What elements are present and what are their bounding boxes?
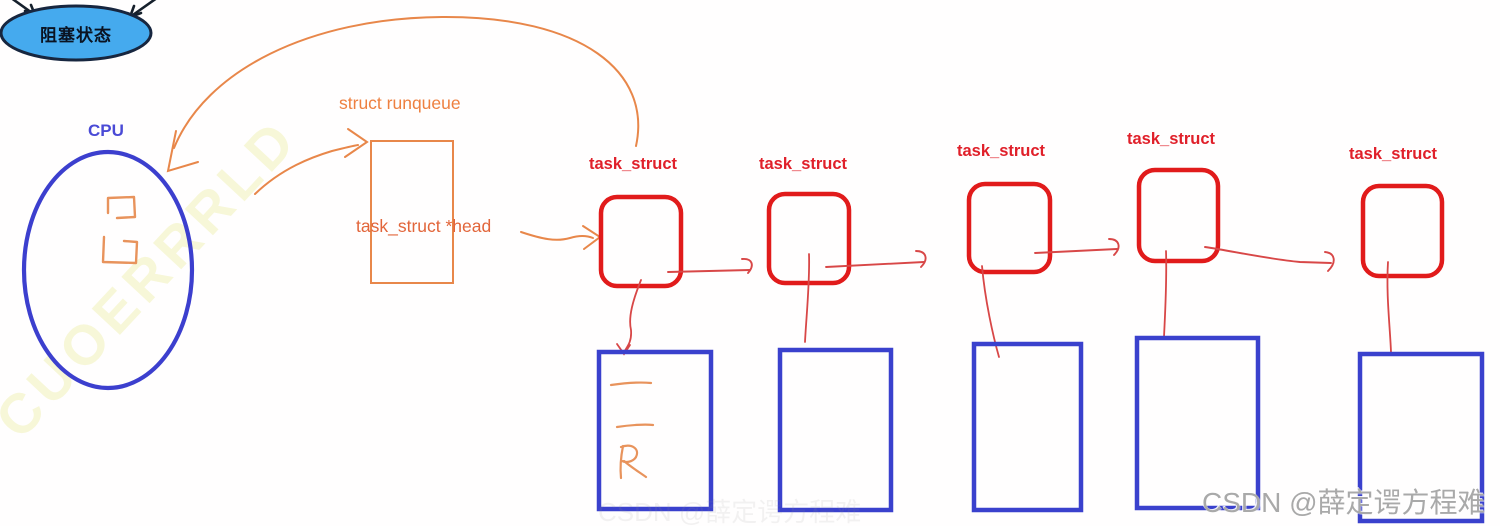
runqueue-head-field: task_struct *head bbox=[356, 216, 492, 236]
stack-doodles bbox=[609, 381, 655, 480]
task-struct-box bbox=[1136, 167, 1221, 264]
stack-box bbox=[1134, 335, 1261, 511]
task-struct-label: task_struct bbox=[1349, 145, 1438, 163]
arc-task-to-cpu bbox=[166, 15, 640, 173]
task-struct-label: task_struct bbox=[589, 155, 678, 173]
cpu-doodles bbox=[101, 195, 139, 265]
task-link-arrow bbox=[1034, 248, 1118, 254]
blocked-state-label: 阻塞状态 bbox=[40, 26, 112, 45]
stack-box bbox=[777, 347, 894, 513]
cpu-ellipse bbox=[21, 149, 195, 391]
task-struct-box bbox=[598, 194, 684, 289]
task-to-stack-line bbox=[1163, 250, 1168, 338]
task-struct-boxes bbox=[598, 167, 1445, 289]
task-struct-label: task_struct bbox=[759, 155, 848, 173]
task-to-stack-line bbox=[623, 279, 642, 353]
runqueue-title: struct runqueue bbox=[339, 93, 461, 113]
cpu-label: CPU bbox=[88, 121, 124, 140]
task-struct-box bbox=[966, 181, 1053, 275]
blocked-state-ellipse bbox=[0, 4, 153, 62]
csdn-watermark: CSDN @薛定谔方程难 bbox=[1202, 487, 1486, 518]
task-link-arrow bbox=[825, 261, 925, 268]
stack-box bbox=[596, 349, 714, 512]
task-to-stack-line bbox=[981, 265, 1000, 358]
task-to-stack-line bbox=[804, 253, 811, 343]
task-link-arrow bbox=[1204, 246, 1332, 264]
stack-boxes bbox=[596, 335, 1485, 524]
arrow-head-to-first-task bbox=[520, 225, 602, 250]
task-link-arrows bbox=[667, 238, 1335, 274]
arrow-cpu-to-runqueue bbox=[254, 128, 369, 195]
csdn-watermark-faint: CSDN @薛定谔方程难 bbox=[598, 497, 862, 526]
task-struct-box bbox=[1360, 183, 1445, 279]
stack-box bbox=[971, 341, 1084, 513]
task-to-stack-lines bbox=[616, 250, 1392, 358]
task-struct-label: task_struct bbox=[1127, 130, 1216, 148]
runqueue-box bbox=[370, 140, 454, 284]
task-to-stack-line bbox=[1386, 261, 1392, 353]
stack-box bbox=[1357, 351, 1485, 524]
task-struct-label: task_struct bbox=[957, 142, 1046, 160]
task-link-arrow bbox=[667, 269, 751, 273]
